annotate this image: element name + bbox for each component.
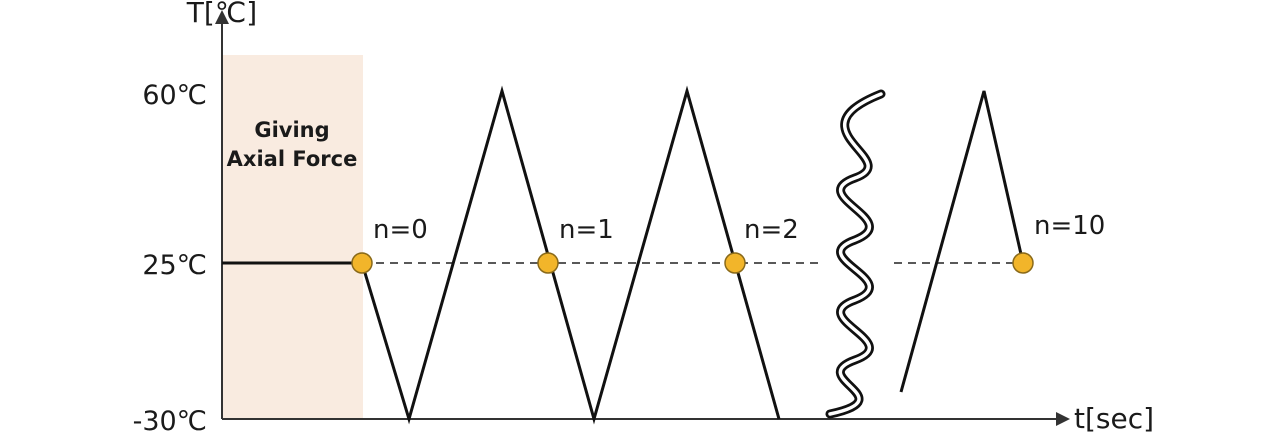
y-tick-25: 25℃ (142, 250, 207, 281)
y-axis-arrow (215, 10, 229, 24)
y-tick-60: 60℃ (142, 80, 207, 111)
cycle-label-n10: n=10 (1034, 211, 1105, 241)
x-axis-label: t[sec] (1074, 402, 1154, 435)
axis-break-symbol (825, 89, 886, 419)
cycle-label-n1: n=1 (559, 215, 614, 245)
cycle-label-n2: n=2 (744, 215, 799, 245)
cycle-marker-n2 (724, 252, 746, 274)
axis-break-symbol-inner (828, 92, 883, 416)
cycle-marker-n0 (351, 252, 373, 274)
y-tick-minus30: -30℃ (133, 406, 207, 436)
phase-label-line1: Giving (254, 118, 329, 142)
y-axis-label: T[℃] (186, 0, 257, 29)
phase-label-line2: Axial Force (227, 147, 358, 171)
x-axis-arrow (1056, 412, 1070, 426)
cycle-marker-n1 (537, 252, 559, 274)
cycle-marker-n10 (1012, 252, 1034, 274)
cycle-label-n0: n=0 (373, 215, 428, 245)
temperature-cycle-line (360, 85, 781, 425)
temperature-cycle-line-after-break (899, 90, 1025, 393)
axial-force-phase-region (222, 55, 363, 419)
